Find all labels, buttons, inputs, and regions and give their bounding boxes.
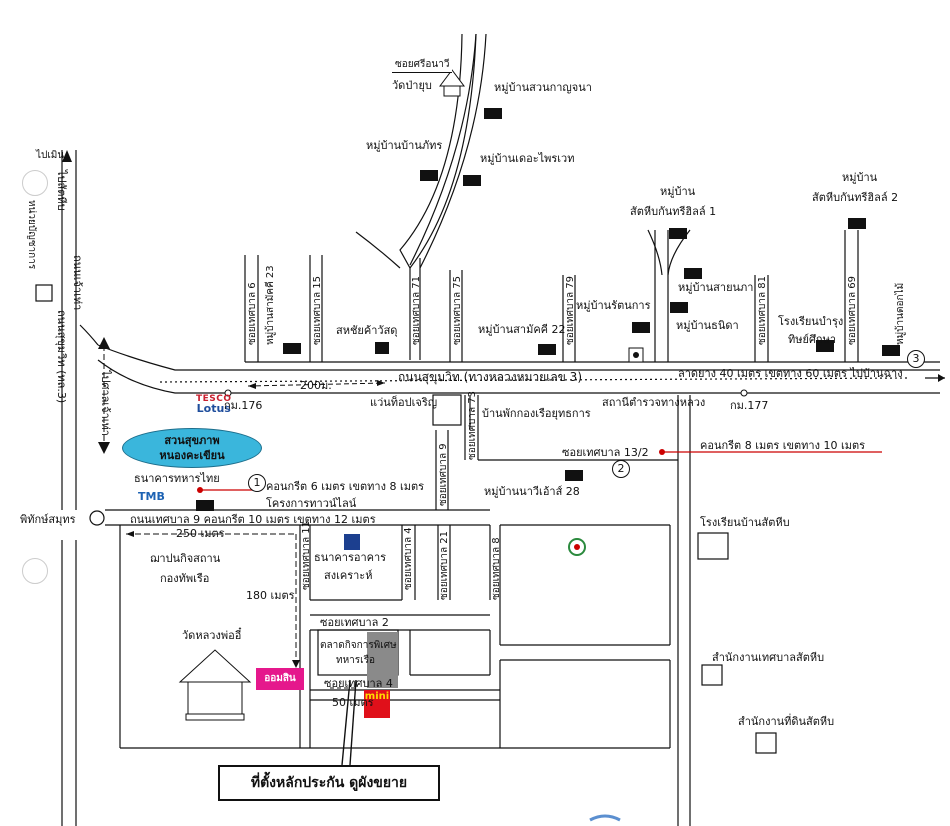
label-market-2: ทหารเรือ: [336, 655, 375, 666]
label-market-1: ตลาดกิจการพิเศษ: [320, 640, 397, 651]
label-wat-luangpo-ee: วัดหลวงพ่ออี๋: [182, 629, 242, 642]
label-school-bamrung-2: ทิษย์ศึกษา: [788, 333, 837, 346]
label-school-sattahip: โรงเรียนบ้านสัตหีบ: [700, 516, 790, 529]
label-left-road-d: ไปศาลเจ้าเท่า: [99, 370, 112, 436]
label-asphalt-note: ลาดยาง 40 เมตร เขตทาง 60 เมตร ไปบ้านฉาง: [678, 367, 903, 380]
label-soi-tessaban4: ซอยเทศบาล 4: [324, 677, 393, 690]
label-mb-the-private: หมู่บ้านเดอะไพรเวท: [480, 152, 575, 165]
label-bank-gsb-1: ธนาคารอาคาร: [314, 551, 387, 564]
label-mb-sailom: หมู่บ้านสายนภา: [678, 281, 754, 294]
label-mb-samakkee22: หมู่บ้านสามัคคี 22: [478, 323, 566, 336]
label-mb-hill2-a: หมู่บ้าน: [842, 171, 878, 184]
label-soi-srianawi: ซอยศรีอนาวี: [392, 58, 453, 73]
label-fire-station-1: ฌาปนกิจสถาน: [150, 552, 221, 565]
label-soi-m: ซอยเทศบาล 11: [301, 520, 312, 590]
label-concrete-6: คอนกรีต 6 เมตร เขตทาง 8 เมตร: [266, 480, 425, 493]
label-soi-d: ซอยเทศบาล 73: [467, 390, 478, 460]
tmb-logo: TMB: [138, 490, 165, 503]
lake-label-1: สวนสุขภาพ: [164, 434, 220, 447]
label-soi-n: ซอยเทศบาล 4: [403, 527, 414, 590]
lake-nong-khakhian: สวนสุขภาพ หนองคะเขียน: [122, 428, 262, 468]
label-mb-ban-pattra: หมู่บ้านบ้านภัทร: [366, 139, 443, 152]
aomsin-text: ออมสิน: [264, 673, 296, 684]
label-left-top-a: ไปเมิน: [36, 150, 65, 161]
tesco-text: TESCO: [196, 394, 232, 404]
label-left-road-c: ไปสัตหีบ: [55, 170, 68, 211]
label-wat-pa-yup: วัดป่ายุบ: [392, 79, 432, 92]
label-mb-hill1-b: สัตหีบกันทรีฮิลล์ 1: [630, 205, 717, 218]
label-mb-hill2-b: สัตหีบกันทรีฮิลล์ 2: [812, 191, 899, 204]
label-soi-tessaban2: ซอยเทศบาล 2: [320, 616, 389, 629]
mini-logo: mini: [364, 690, 390, 718]
label-dist-200: 200ม.: [300, 379, 332, 392]
label-left-road-b: ถนนเจ้าเท่า: [71, 255, 84, 311]
label-school-bamrung-1: โรงเรียนบำรุง: [778, 315, 844, 328]
marker-2: 2: [612, 460, 630, 478]
label-wansukcharoen: แว่นท็อปเจริญ: [370, 396, 438, 409]
binder-hole-top: [22, 170, 48, 196]
label-mb-dokmai: หมู่บ้านดอกไม้: [895, 282, 906, 345]
label-mb-samakkee23: หมู่บ้านสามัคคี 23: [265, 265, 276, 345]
label-mb-suan-kanjana: หมู่บ้านสวนกาญจนา: [494, 81, 592, 94]
label-km177: กม.177: [730, 399, 769, 412]
label-soi-a: ซอยเทศบาล 6: [247, 282, 258, 345]
label-soi-j: ซอยเทศบาล 21: [439, 530, 450, 600]
marker-1: 1: [248, 474, 266, 492]
label-bannak: บ้านพักกองเรือยุทธการ: [482, 407, 591, 420]
label-mb-hill1-a: หมู่บ้าน: [660, 185, 696, 198]
label-soi-e: ซอยเทศบาล 75: [452, 275, 463, 345]
lake-label-2: หนองคะเขียน: [159, 449, 225, 462]
label-bank-gsb-2: สงเคราะห์: [324, 569, 373, 582]
label-mb-ratchana: หมู่บ้านรัตนการ: [576, 299, 651, 312]
label-road-tessaban9: ถนนเทศบาล 9 คอนกรีต 10 เมตร เขตทาง 12 เม…: [130, 513, 376, 526]
label-soi-13-2: ซอยเทศบาล 13/2: [562, 446, 649, 459]
label-soi-g: ซอยเทศบาล 81: [757, 275, 768, 345]
label-pittayasamut: พิทักษ์สมุทร: [20, 513, 76, 526]
label-dist-180: 180 เมตร: [246, 589, 295, 602]
label-soi-h: ซอยเทศบาล 69: [847, 275, 858, 345]
label-dist-250: 250 เมตร: [176, 527, 225, 540]
mini-text: mini: [364, 691, 390, 702]
label-police: สถานีตำรวจทางหลวง: [602, 396, 706, 409]
tesco-lotus-logo: TESCO Lotus: [196, 394, 232, 415]
collateral-location-caption: ที่ตั้งหลักประกัน ดูผังขยาย: [218, 765, 440, 801]
lotus-text: Lotus: [196, 402, 231, 415]
label-soi-f: ซอยเทศบาล 79: [565, 275, 576, 345]
label-left-top-b: หน่วยบัญชาการ: [26, 200, 37, 270]
label-concrete-8: คอนกรีต 8 เมตร เขตทาง 10 เมตร: [700, 439, 866, 452]
label-road-sukhumvit: ถนนสุขุมวิท (ทางหลวงหมายเลข 3): [398, 370, 583, 384]
label-dist-50: 50 เมตร: [332, 696, 374, 709]
label-sahakorn: สหชัยค้าวัสดุ: [336, 324, 398, 337]
aomsin-logo: ออมสิน: [256, 668, 304, 690]
label-mb-narawee: หมู่บ้านนาวีเอ้าส์ 28: [484, 485, 580, 498]
label-bank-tmb: ธนาคารทหารไทย: [134, 472, 220, 485]
marker-3: 3: [907, 350, 925, 368]
label-soi-k: ซอยเทศบาล 8: [491, 537, 502, 600]
binder-hole-bottom: [22, 558, 48, 584]
label-municipal-office: สำนักงานเทศบาลสัตหีบ: [712, 651, 825, 664]
label-soi-c: ซอยเทศบาล 71: [411, 275, 422, 345]
label-soi-i: ซอยเทศบาล 9: [438, 443, 449, 506]
label-fire-station-2: กองทัพเรือ: [160, 572, 210, 585]
label-mb-thanida: หมู่บ้านธนิดา: [676, 319, 739, 332]
label-land-office: สำนักงานที่ดินสัตหีบ: [738, 715, 835, 728]
label-soi-b: ซอยเทศบาล 15: [312, 275, 323, 345]
label-project-towline: โครงการทาวน์ไลน์: [266, 497, 357, 510]
label-left-road-a: ถนนสุขุมวิท (ทล.3): [55, 310, 68, 404]
label-km176: กม.176: [224, 399, 263, 412]
